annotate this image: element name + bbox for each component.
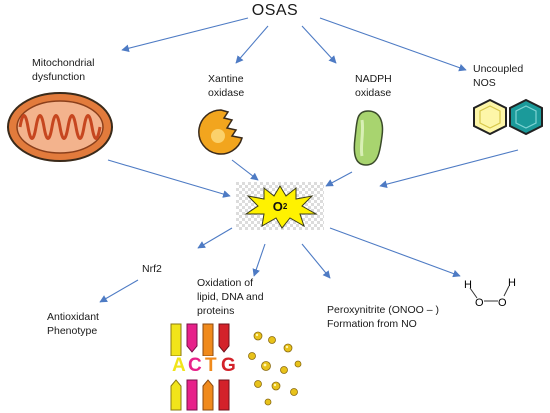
label-oxidation: Oxidation of lipid, DNA and proteins [197,277,264,317]
nos-hexagons-icon [473,98,543,136]
label-nadph-oxidase: NADPH oxidase [355,73,392,99]
arrow-mito-o2 [107,159,231,198]
o2-burst-icon [236,182,324,230]
arrow-xanthine-o2 [231,159,259,181]
dna-base-g: G [221,355,236,376]
osas-title: OSAS [251,2,299,19]
arrow-nadph-o2 [325,171,353,187]
o2-subscript: 2 [282,201,288,211]
xanthine-oxidase-icon [198,109,243,155]
arrow-o2-peroxynitrite [301,243,331,279]
mitochondrion-icon [7,92,113,162]
arrow-osas-nos [319,17,467,72]
arrow-o2-oxidation [252,243,266,277]
label-nrf2: Nrf2 [142,263,162,275]
label-uncoupled-nos: Uncoupled NOS [473,63,524,89]
arrow-nos-o2 [379,149,519,188]
nadph-oxidase-icon [353,110,384,166]
peroxide-o1: O [475,297,484,308]
dna-base-a: A [172,355,186,376]
peroxide-h1: H [464,279,472,291]
nucleotide-blocks-bottom-icon [170,379,230,411]
peroxide-h2: H [508,277,516,289]
arrow-o2-nrf2 [197,227,233,249]
arrow-o2-peroxide [329,227,461,278]
dna-base-t: T [205,355,217,376]
peroxide-o2: O [498,297,507,308]
arrow-osas-nadph [301,25,337,64]
label-mitochondrial-dysfunction: Mitochondrial dysfunction [32,57,95,83]
arrow-nrf2-antioxidant [99,279,139,303]
o2-symbol: O [272,198,283,214]
label-peroxynitrite: Peroxynitrite (ONOO – ) Formation from N… [327,304,440,330]
arrow-osas-xanthine [235,25,269,64]
lipid-droplets-icon [248,331,302,406]
label-antioxidant-phenotype: Antioxidant Phenotype [47,311,99,337]
dna-base-c: C [188,355,202,376]
nucleotide-blocks-top-icon [170,323,230,356]
label-xanthine-oxidase: Xantine oxidase [208,73,245,99]
hydrogen-peroxide-icon: H O O H [464,277,516,308]
arrow-osas-mito [121,17,249,53]
